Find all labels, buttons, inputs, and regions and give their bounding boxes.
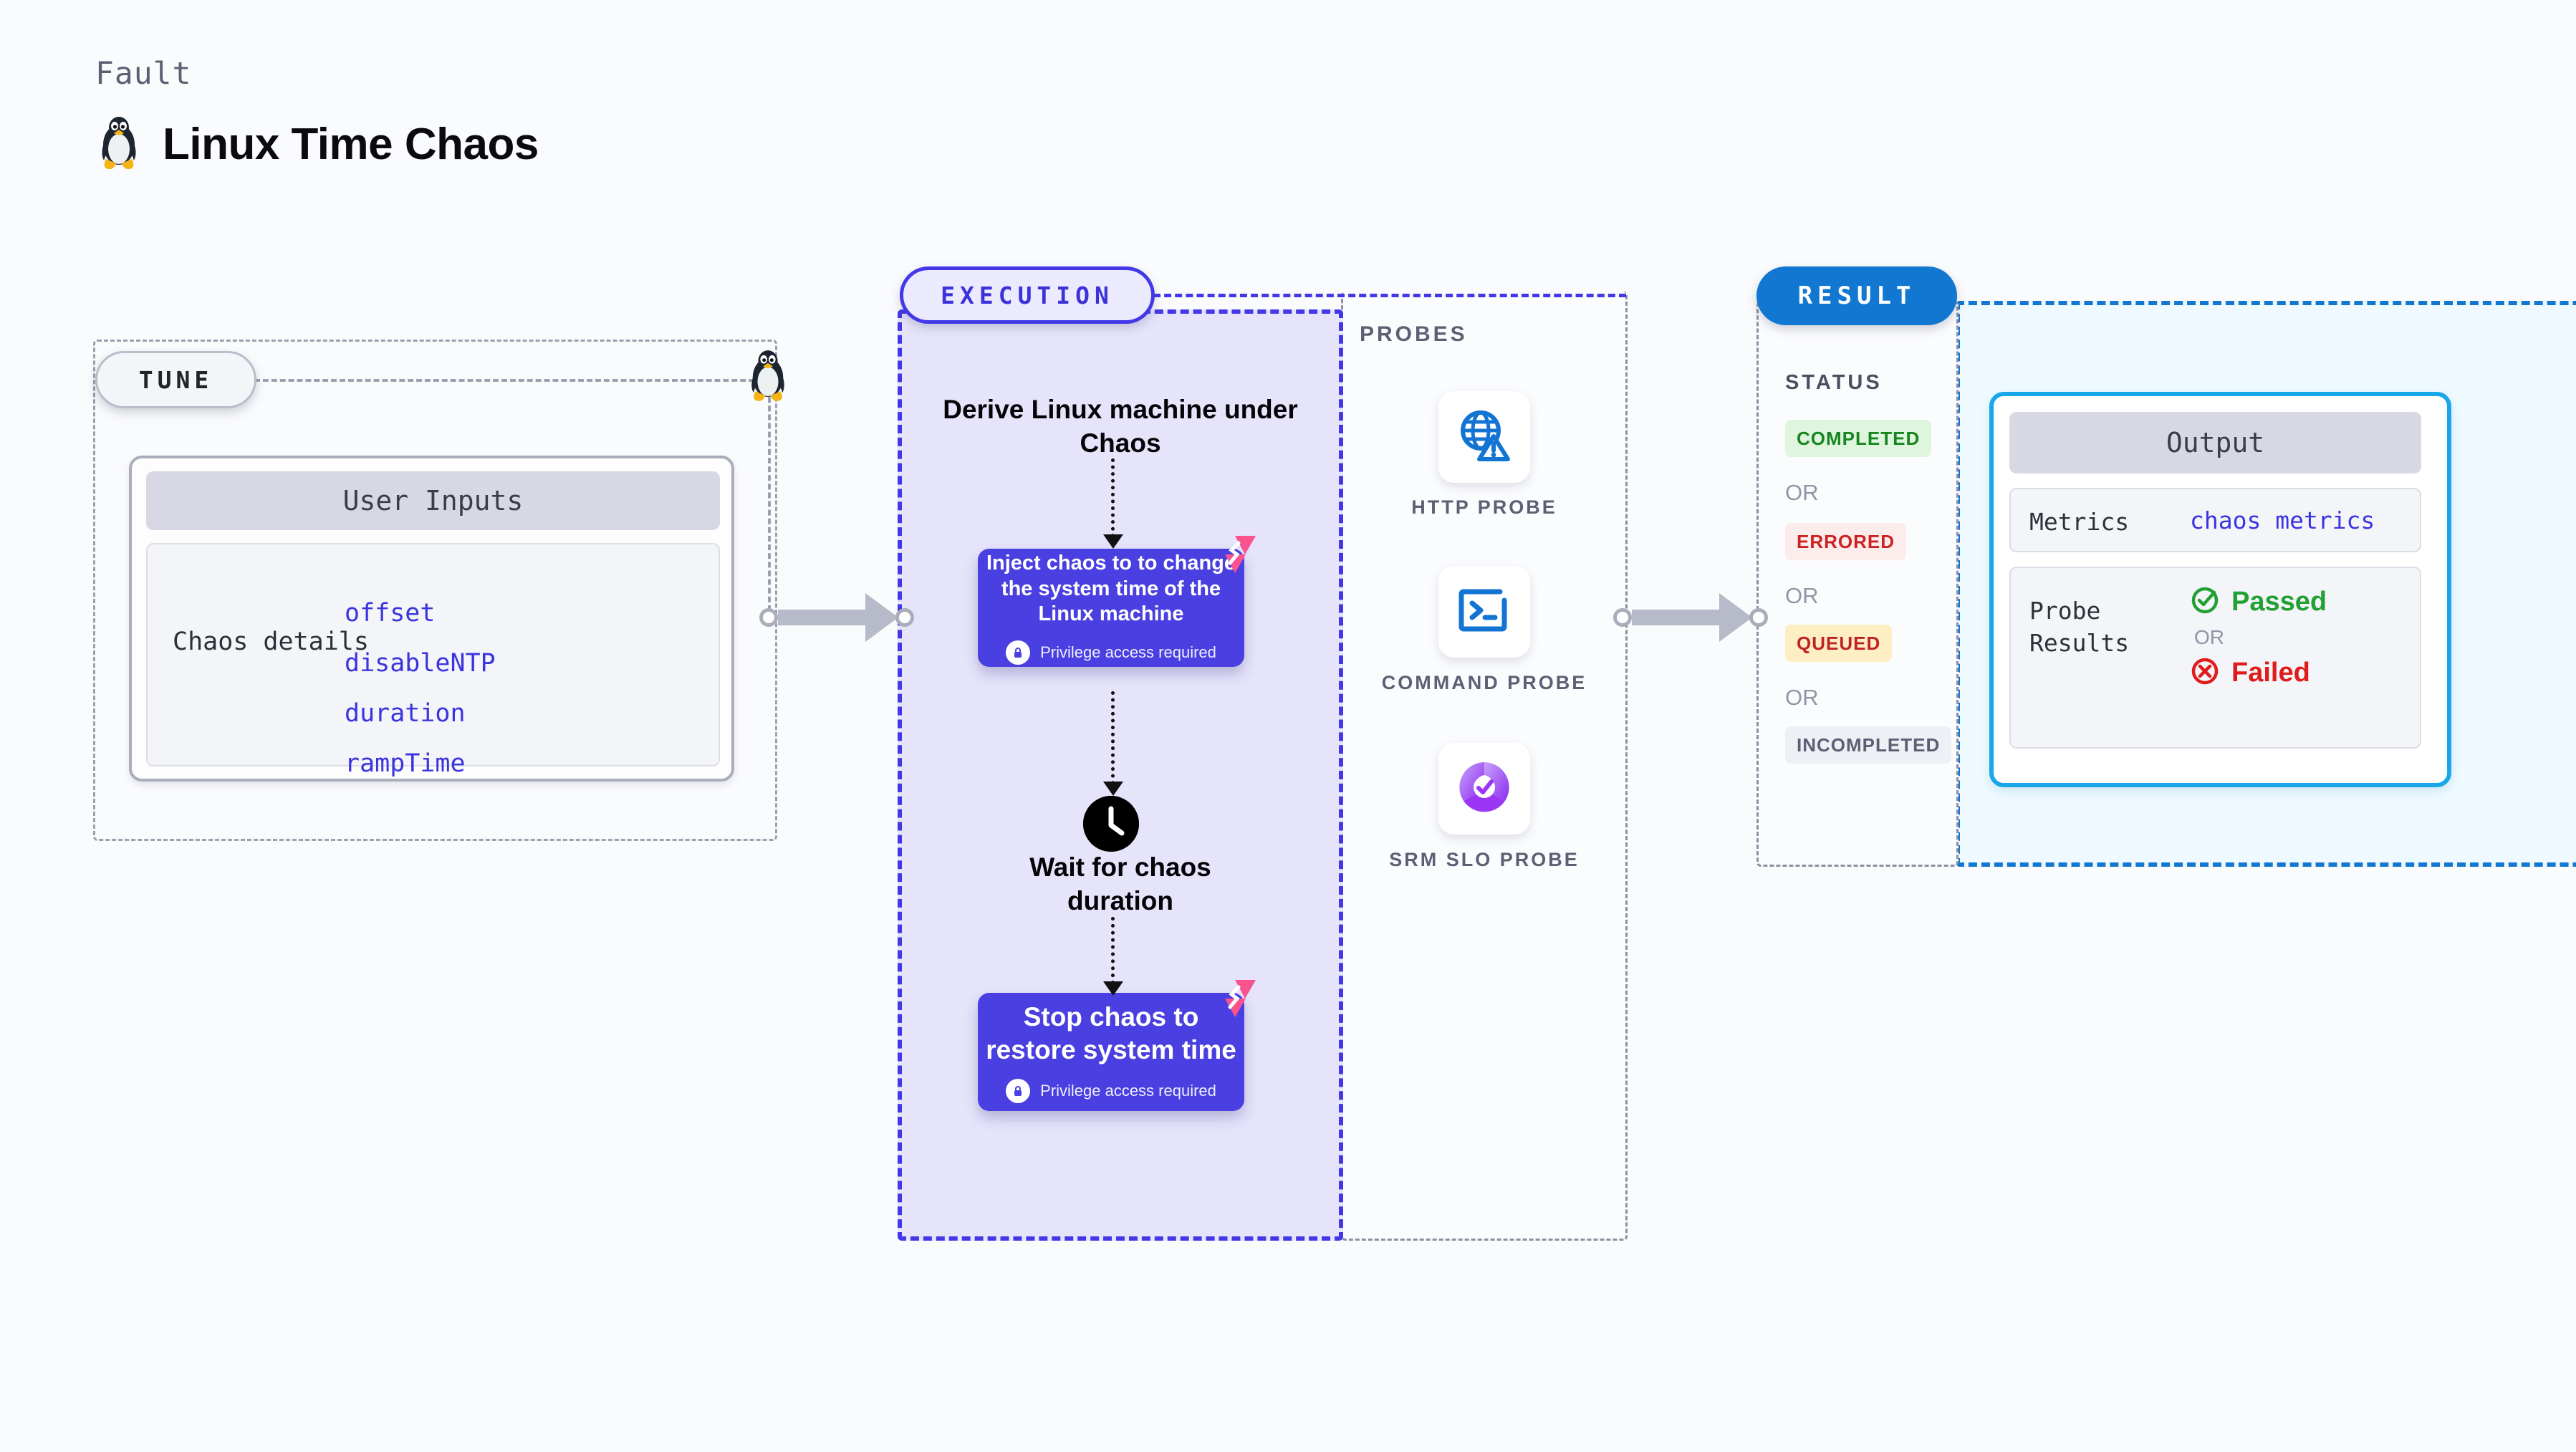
probe-tile-http[interactable] xyxy=(1438,391,1530,483)
status-badge-queued: QUEUED xyxy=(1785,625,1893,662)
param-duration[interactable]: duration xyxy=(345,699,466,728)
globe-warning-icon xyxy=(1455,406,1514,468)
connector-tune-to-execution xyxy=(759,593,914,642)
flow-arrow-2 xyxy=(1103,691,1123,796)
status-label: STATUS xyxy=(1785,371,1883,394)
clock-icon xyxy=(1083,796,1139,852)
lock-icon xyxy=(1006,640,1031,665)
or-separator: OR xyxy=(1785,685,1819,710)
lock-icon xyxy=(1006,1078,1031,1103)
privilege-text: Privilege access required xyxy=(1040,1081,1216,1100)
execution-step-title: Derive Linux machine under Chaos xyxy=(943,395,1298,458)
passed-label: Passed xyxy=(2231,587,2327,617)
connector-node-start xyxy=(759,608,778,627)
connector-node-start xyxy=(1613,608,1632,627)
execution-action-card-2[interactable]: Stop chaos to restore system time Privil… xyxy=(978,980,1256,1111)
connector-node-end xyxy=(1749,608,1768,627)
privilege-note: Privilege access required xyxy=(1006,1078,1216,1103)
wait-step-title: Wait for chaos duration xyxy=(1029,852,1211,916)
result-pill[interactable]: RESULT xyxy=(1756,266,1957,325)
probe-result-passed: Passed xyxy=(2190,585,2327,619)
probes-label: PROBES xyxy=(1360,322,1468,346)
slo-donut-check-icon xyxy=(1455,758,1514,820)
probe-results-values: Passed OR Failed xyxy=(2190,585,2327,690)
status-badge-errored: ERRORED xyxy=(1785,523,1907,560)
page-title: Linux Time Chaos xyxy=(163,120,539,169)
action-card-text: Stop chaos to restore system time xyxy=(986,1002,1236,1064)
probe-tile-command[interactable] xyxy=(1438,566,1530,658)
or-separator: OR xyxy=(2194,626,2224,648)
param-disablentp[interactable]: disableNTP xyxy=(345,649,496,678)
terminal-icon xyxy=(1455,585,1514,640)
user-inputs-card: User Inputs Chaos details offset disable… xyxy=(129,456,734,782)
probe-caption-http: HTTP PROBE xyxy=(1411,496,1557,518)
execution-top-dash xyxy=(1153,294,1626,297)
output-metrics-row: Metrics chaos metrics xyxy=(2009,488,2421,552)
linux-tux-icon xyxy=(97,115,141,174)
action-card-text: Inject chaos to to change the system tim… xyxy=(986,552,1236,626)
or-separator: OR xyxy=(1785,480,1819,505)
chaos-ribbon-icon xyxy=(1213,534,1257,574)
status-badge-incompleted: INCOMPLETED xyxy=(1785,726,1952,764)
result-status-panel xyxy=(1756,301,1959,867)
connector-bar xyxy=(1632,610,1719,625)
connector-execution-to-result xyxy=(1613,593,1768,642)
x-circle-icon xyxy=(2190,656,2220,690)
chaos-ribbon-icon xyxy=(1213,979,1257,1019)
probe-result-failed: Failed xyxy=(2190,656,2327,690)
execution-action-card-1[interactable]: Inject chaos to to change the system tim… xyxy=(978,536,1256,667)
or-separator: OR xyxy=(1785,583,1819,608)
param-offset[interactable]: offset xyxy=(345,599,436,628)
status-badge-completed: COMPLETED xyxy=(1785,420,1932,457)
connector-arrowhead xyxy=(1719,593,1752,642)
chaos-details-params: offset disableNTP duration rampTime xyxy=(345,599,496,778)
probe-caption-srm-slo: SRM SLO PROBE xyxy=(1389,849,1580,870)
flow-arrow-1 xyxy=(1103,458,1123,549)
tune-connector-vertical xyxy=(768,380,771,620)
connector-node-end xyxy=(895,608,914,627)
user-inputs-title: User Inputs xyxy=(146,471,720,530)
page-title-row: Linux Time Chaos xyxy=(97,115,539,174)
chaos-details-label: Chaos details xyxy=(173,628,369,656)
probe-caption-command: COMMAND PROBE xyxy=(1381,672,1587,693)
execution-pill[interactable]: EXECUTION xyxy=(900,266,1155,324)
connector-bar xyxy=(778,610,865,625)
linux-tux-node-icon xyxy=(746,348,789,406)
probe-tile-srm-slo[interactable] xyxy=(1438,743,1530,835)
page-kicker: Fault xyxy=(95,56,192,92)
tune-panel xyxy=(93,340,777,841)
check-circle-icon xyxy=(2190,585,2220,619)
tune-pill[interactable]: TUNE xyxy=(95,351,256,408)
metrics-label: Metrics xyxy=(2029,508,2130,536)
tune-connector-line xyxy=(254,379,763,382)
privilege-note: Privilege access required xyxy=(1006,640,1216,665)
param-ramptime[interactable]: rampTime xyxy=(345,749,466,778)
metrics-value[interactable]: chaos metrics xyxy=(2190,506,2375,534)
failed-label: Failed xyxy=(2231,658,2310,688)
connector-arrowhead xyxy=(865,593,898,642)
flow-arrow-3 xyxy=(1103,917,1123,996)
chaos-details-box: Chaos details offset disableNTP duration… xyxy=(146,543,720,778)
privilege-text: Privilege access required xyxy=(1040,643,1216,661)
output-title: Output xyxy=(2009,412,2421,473)
